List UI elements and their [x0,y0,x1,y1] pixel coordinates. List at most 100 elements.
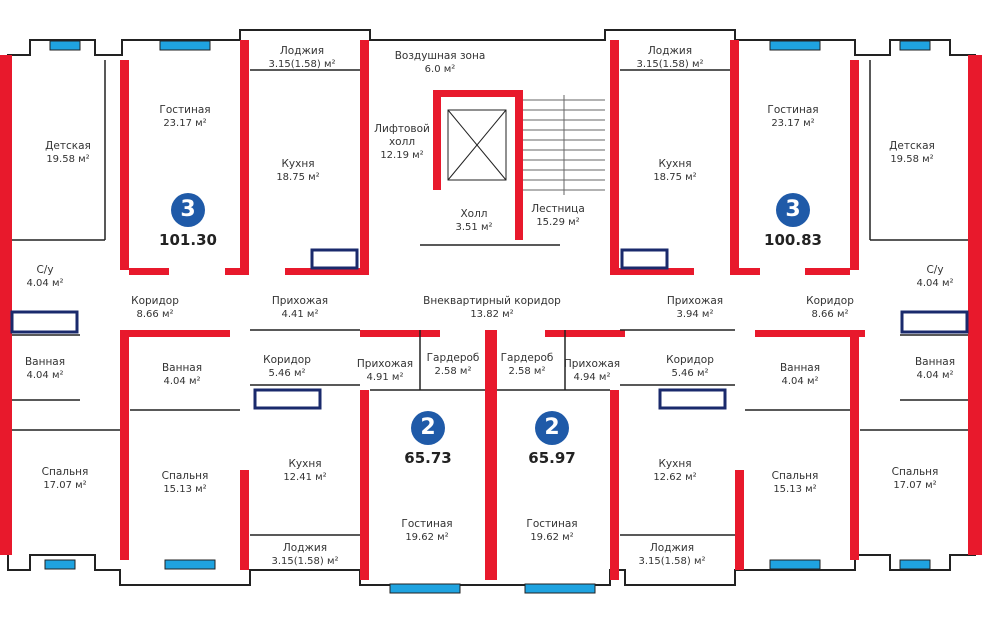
room-name: Гардероб [426,352,480,364]
room-living-left: Гостиная 23.17 м² [159,104,210,130]
room-name: Прихожая [356,358,414,370]
room-area: 3.15(1.58) м² [271,556,339,567]
room-area: 19.58 м² [890,154,934,165]
room-area: 3.51 м² [455,222,493,233]
room-area: 4.91 м² [366,372,404,383]
room-name: Гостиная [401,518,453,530]
room-bath-far-right: Ванная 4.04 м² [915,356,955,382]
room-name: Гостиная [159,104,211,116]
room-area: 6.0 м² [424,64,456,75]
room-bedroom-far-left: Спальня 17.07 м² [42,466,89,492]
room-name: Лоджия [282,542,328,554]
room-wc-right: С/у 4.04 м² [917,264,954,290]
room-area: 4.04 м² [916,370,954,381]
apartment-total-area: 101.30 [159,231,217,249]
outer-outline [7,29,976,586]
built-in-units [10,248,969,410]
room-area: 12.62 м² [653,472,697,483]
room-entry-lower-right: Прихожая 4.94 м² [564,358,620,384]
room-name: Спальня [891,466,939,478]
room-area: 4.04 м² [916,278,954,289]
room-name: Прихожая [666,295,724,307]
room-name: Ванная [24,356,66,368]
apartment-rooms-badge: 3 [171,193,205,227]
room-area: 17.07 м² [43,480,87,491]
room-area: 5.46 м² [268,368,306,379]
room-name: Лоджия [649,542,695,554]
room-living-bottom-right: Гостиная 19.62 м² [526,518,577,544]
room-name: С/у [926,264,944,276]
room-bath-far-left: Ванная 4.04 м² [25,356,65,382]
room-name: Гостиная [767,104,819,116]
room-wardrobe-left: Гардероб 2.58 м² [427,352,480,378]
room-area: 5.46 м² [671,368,709,379]
room-area: 18.75 м² [276,172,320,183]
windows [44,40,931,594]
load-bearing-walls [0,40,982,580]
room-kitchen-top-left: Кухня 18.75 м² [276,158,319,184]
apartment-total-area: 65.97 [528,449,576,467]
room-kids-right: Детская 19.58 м² [889,140,935,166]
room-name: Спальня [41,466,89,478]
apartment-rooms-badge: 2 [411,411,445,445]
room-name: Лоджия [647,45,693,57]
apartment-total-area: 65.73 [404,449,452,467]
room-name: Коридор [263,354,311,366]
room-name: Коридор [666,354,714,366]
room-bath-left: Ванная 4.04 м² [162,362,202,388]
room-name: Воздушная зона [394,50,486,62]
room-name: Ванная [161,362,203,374]
room-area: 4.04 м² [26,370,64,381]
room-area: 2.58 м² [508,366,546,377]
room-loggia-bottom-left: Лоджия 3.15(1.58) м² [271,542,338,568]
apartment-rooms-badge: 2 [535,411,569,445]
room-name: Гостиная [526,518,578,530]
room-name: Детская [45,140,91,152]
room-name: Спальня [771,470,819,482]
room-corridor-lower-left: Коридор 5.46 м² [263,354,311,380]
apartment-total-area: 100.83 [764,231,822,249]
room-name: С/у [36,264,54,276]
room-area: 4.94 м² [573,372,611,383]
elevator-cab [447,109,507,181]
room-name: Кухня [658,458,692,470]
room-area: 2.58 м² [434,366,472,377]
room-living-bottom-left: Гостиная 19.62 м² [401,518,452,544]
apartment-rooms-badge: 3 [776,193,810,227]
room-area: 19.62 м² [405,532,449,543]
room-area: 4.04 м² [781,376,819,387]
room-name: Лестница [531,203,585,215]
room-name: Кухня [281,158,315,170]
room-area: 15.13 м² [163,484,207,495]
room-area: 4.04 м² [163,376,201,387]
room-area: 15.13 м² [773,484,817,495]
room-name: Кухня [288,458,322,470]
room-name: Прихожая [563,358,621,370]
room-area: 19.58 м² [46,154,90,165]
room-area: 23.17 м² [163,118,207,129]
room-area: 3.15(1.58) м² [268,59,336,70]
room-area: 19.62 м² [530,532,574,543]
room-name: Детская [889,140,935,152]
room-corridor-lower-right: Коридор 5.46 м² [666,354,714,380]
room-bedroom-right: Спальня 15.13 м² [772,470,819,496]
room-area: 3.15(1.58) м² [638,556,706,567]
interior-partitions [12,60,968,536]
room-name: Прихожая [271,295,329,307]
room-name: Ванная [914,356,956,368]
room-name: Коридор [806,295,854,307]
